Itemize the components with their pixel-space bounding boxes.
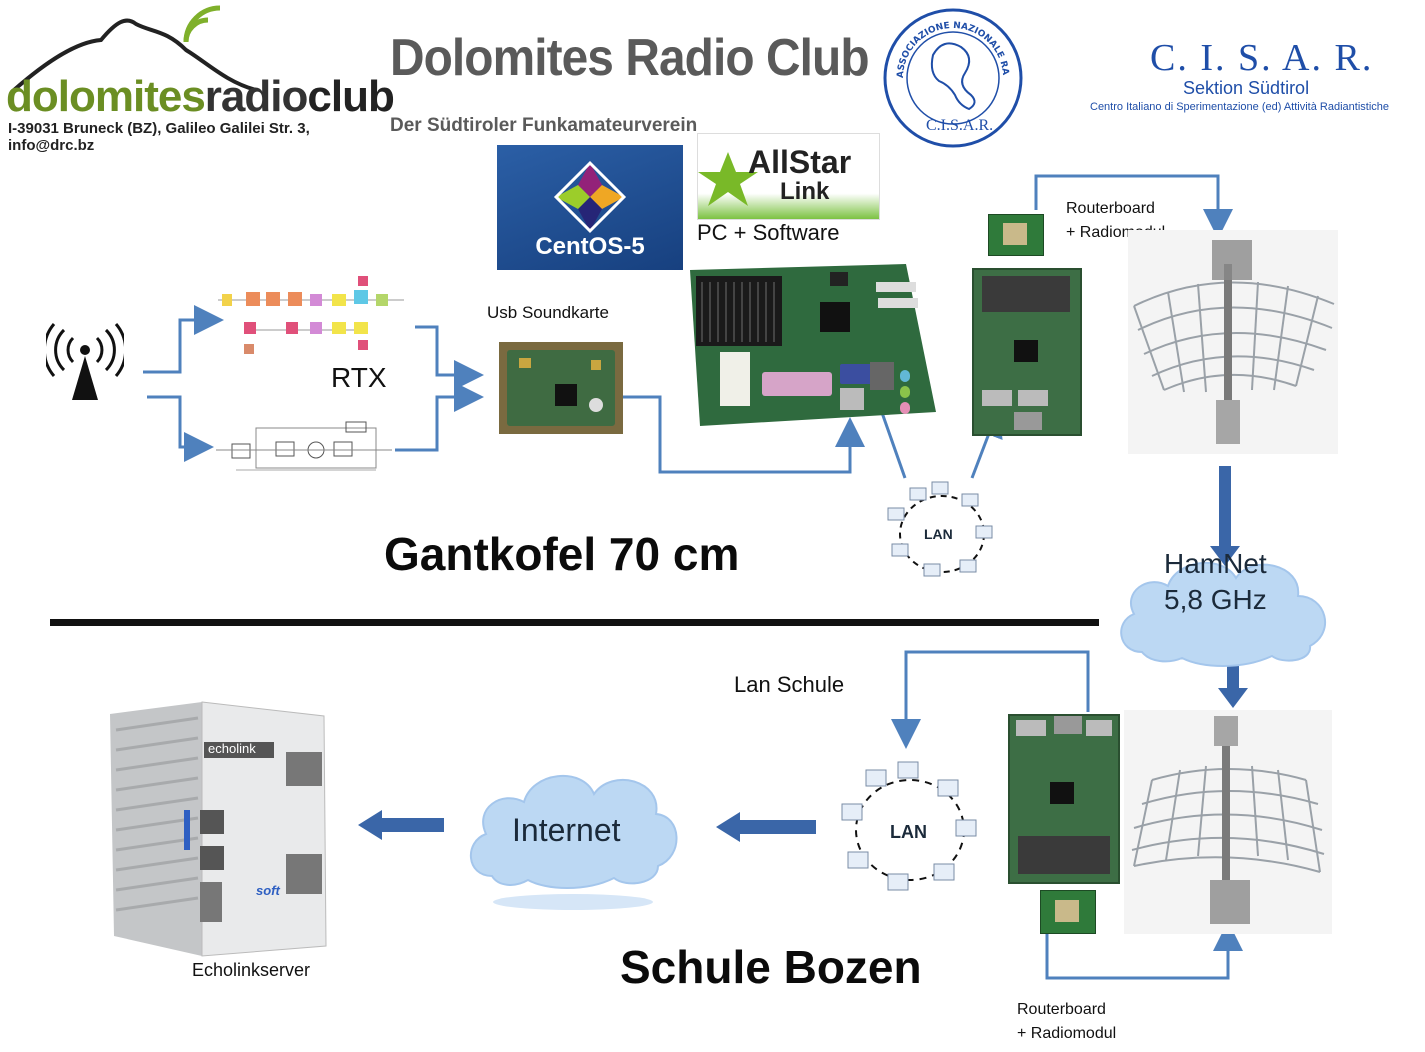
routerboard-bottom [1008,714,1120,884]
lan-top-label: LAN [924,526,953,542]
internet-cloud: Internet [462,752,684,912]
drc-address: I-39031 Bruneck (BZ), Galileo Galilei St… [8,120,310,154]
hamnet-frequency: 5,8 GHz [1164,584,1267,615]
routerboard-bottom-sublabel: + Radiomodul [1017,1025,1117,1042]
cisar-section: Sektion Südtirol [1183,78,1310,98]
pc-motherboard [680,262,938,428]
ari-bottom-text: C.I.S.A.R. [926,117,993,134]
arrow-to-rtx-top [143,305,224,374]
club-subtitle: Der Südtiroler Funkamateurverein [390,115,698,136]
allstar-text: AllStar [748,144,852,180]
lan-ring-top: LAN [884,480,1000,582]
club-title: Dolomites Radio Club [390,29,870,87]
pc-software-label: PC + Software [697,220,840,245]
lan-schule-label: Lan Schule [734,672,845,697]
lan-ring-bottom: LAN [838,760,982,896]
mountain-icon [12,5,257,92]
arrow-lan-to-internet-shaft [740,820,816,834]
arrow-rtx-to-soundcard-1 [415,325,484,390]
routerboard-top-label: Routerboard [1066,200,1155,217]
drc-word-green: dolomites [6,72,206,121]
grid-antenna-top [1128,230,1338,454]
allstar-logo: AllStar Link [697,133,880,220]
radio-tower-icon [42,320,128,404]
lan-bottom-label: LAN [890,822,927,842]
gantkofel-title: Gantkofel 70 cm [384,528,740,580]
drc-word-dark: club [307,72,394,121]
arrow-to-rtx-bottom [147,395,214,462]
schule-bozen-title: Schule Bozen [620,941,922,993]
line-pc-to-lan [878,406,907,479]
arrow-antenna-to-hamnet-head [1210,546,1240,566]
arrow-router-to-lan-schule [891,650,1090,749]
cisar-full-name: Centro Italiano di Sperimentazione (ed) … [1090,101,1389,113]
drc-logo: dolomitesradioclub I-39031 Bruneck (BZ),… [6,2,395,154]
rtx-label: RTX [331,362,387,393]
echolinkserver-label: Echolinkserver [192,960,311,980]
centos-text: CentOS-5 [535,233,645,260]
hamnet-label: HamNet [1164,548,1267,579]
echolink-brand: echolink [208,741,256,756]
arrow-internet-to-server-head [358,810,382,840]
cisar-title: C. I. S. A. R. [1150,37,1374,79]
routerboard-bottom-label: Routerboard [1017,1001,1106,1018]
usb-soundcard-label: Usb Soundkarte [487,303,609,322]
internet-label: Internet [512,812,621,848]
radio-module-bottom [1040,890,1096,934]
echolink-server: echolink soft [108,700,332,958]
arrow-router-to-antenna-top [1034,174,1233,239]
arrow-hamnet-to-antenna-head [1218,688,1248,708]
arrow-soundcard-to-pc [623,395,865,474]
usb-soundcard-board [499,342,623,434]
centos-logo: CentOS-5 [497,145,683,270]
allstar-link-text: Link [780,178,830,205]
arrow-antenna-to-hamnet-shaft [1219,466,1231,546]
rtx-block-diagram-bottom [216,420,392,488]
section-divider [50,619,1099,626]
drc-word-mid: radio [204,72,309,121]
rtx-block-diagram-top [214,268,410,358]
cisar-seal-logo: ASSOCIAZIONE NAZIONALE RADIOAMATORI C.I.… [874,0,1028,150]
arrow-router-to-antenna-bottom [1045,920,1243,980]
softing-brand: soft [256,883,280,898]
routerboard-top [972,268,1082,436]
arrow-internet-to-server-shaft [382,818,444,832]
grid-antenna-bottom [1124,710,1332,934]
hamnet-cloud: HamNet 5,8 GHz [1112,540,1338,670]
arrow-lan-to-internet-head [716,812,740,842]
radio-module-top [988,214,1044,256]
arrow-rtx-to-soundcard-2 [395,382,484,452]
